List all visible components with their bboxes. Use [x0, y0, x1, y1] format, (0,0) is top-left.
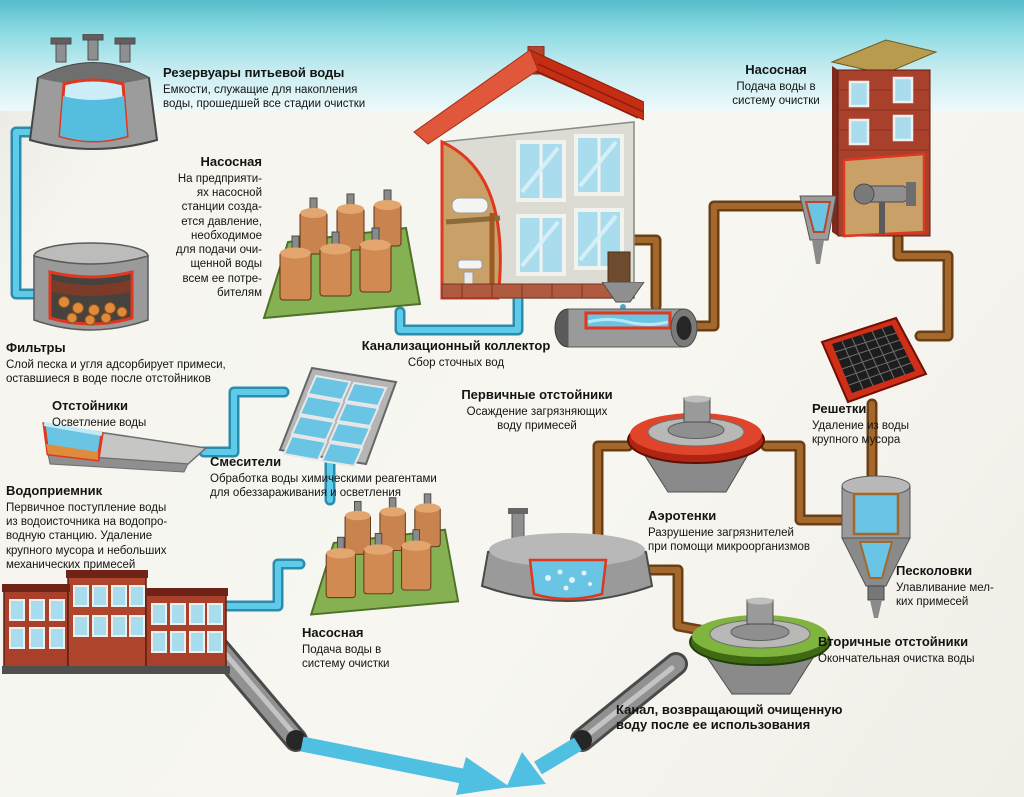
node-title: Водоприемник [6, 483, 103, 498]
filters-illustration [28, 240, 154, 345]
node-title: Насосная [745, 62, 807, 77]
screens-illustration [812, 314, 932, 413]
primary-settler-illustration [624, 394, 768, 503]
label-intake: Водоприемник Первичное поступление воды … [6, 483, 226, 572]
node-desc: Подача воды в систему очистки [302, 643, 390, 671]
label-pumping-left: Насосная На предприяти- ях насосной стан… [146, 154, 262, 300]
node-title: Вторичные отстойники [818, 634, 969, 649]
outflow-arrows [300, 736, 582, 795]
node-title: Насосная [302, 625, 364, 640]
node-desc: Осаждение загрязняющих воду примесей [466, 405, 608, 433]
node-title: Резервуары питьевой воды [163, 65, 345, 80]
node-title: Первичные отстойники [461, 387, 613, 402]
node-desc: Слой песка и угля адсорбирует примеси, о… [6, 358, 226, 386]
node-desc: Удаление из воды крупного мусора [812, 419, 909, 447]
sewage-collector-illustration [550, 281, 705, 357]
pumping-station-right-illustration [798, 36, 940, 273]
sewage-pipes [592, 200, 954, 636]
label-sandtraps: Песколовки Улавливание мел- ких примесей [896, 563, 1018, 609]
label-screens: Решетки Удаление из воды крупного мусора [812, 401, 962, 447]
node-desc: Осветление воды [52, 416, 147, 429]
label-settlers: Отстойники Осветление воды [52, 398, 242, 430]
label-channel: Канал, возвращающий очищенную воду после… [616, 702, 884, 735]
sand-trap-illustration [834, 474, 918, 629]
node-desc: Окончательная очистка воды [818, 652, 975, 665]
label-collector: Канализационный коллектор Сбор сточных в… [344, 338, 568, 370]
node-title: Отстойники [52, 398, 129, 413]
node-title: Песколовки [896, 563, 973, 578]
aeration-tank-illustration [478, 508, 656, 625]
node-desc: Разрушение загрязнителей при помощи микр… [648, 526, 810, 554]
house-illustration [412, 45, 645, 321]
node-title: Насосная [200, 154, 262, 169]
node-desc: На предприяти- ях насосной станции созда… [175, 172, 262, 299]
node-desc: Сбор сточных вод [407, 356, 505, 369]
node-desc: Обработка воды химическими реагентами дл… [210, 472, 437, 500]
node-title: Канал, возвращающий очищенную воду после… [616, 702, 843, 732]
node-title: Фильтры [6, 340, 66, 355]
label-mixers: Смесители Обработка воды химическими реа… [210, 454, 478, 500]
secondary-settler-illustration [684, 596, 836, 705]
node-desc: Емкости, служащие для накопления воды, п… [163, 83, 366, 111]
node-desc: Улавливание мел- ких примесей [896, 581, 994, 609]
node-desc: Подача воды в систему очистки [732, 80, 820, 108]
reservoir-illustration [26, 33, 161, 171]
node-title: Аэротенки [648, 508, 717, 523]
label-pumping-bottom: Насосная Подача воды в систему очистки [302, 625, 452, 671]
node-title: Решетки [812, 401, 867, 416]
water-intake-illustration [2, 566, 242, 681]
pumping-station-left-illustration [248, 188, 423, 333]
settling-tank-illustration [38, 414, 213, 489]
discharge-pipe-left [206, 636, 308, 752]
node-desc: Первичное поступление воды из водоисточн… [6, 501, 168, 571]
label-aeration: Аэротенки Разрушение загрязнителей при п… [648, 508, 862, 554]
label-filters: Фильтры Слой песка и угля адсорбирует пр… [6, 340, 262, 386]
label-reservoirs: Резервуары питьевой воды Емкости, служащ… [163, 65, 403, 111]
discharge-pipe-right [570, 652, 688, 752]
label-pumping-right: Насосная Подача воды в систему очистки [694, 62, 858, 108]
node-title: Канализационный коллектор [361, 338, 551, 353]
mixers-illustration [278, 364, 400, 473]
pumping-station-bottom-illustration [296, 492, 461, 629]
node-title: Смесители [210, 454, 282, 469]
label-primary-settlers: Первичные отстойники Осаждение загрязняю… [438, 387, 636, 433]
label-secondary-settlers: Вторичные отстойники Окончательная очист… [818, 634, 1018, 666]
